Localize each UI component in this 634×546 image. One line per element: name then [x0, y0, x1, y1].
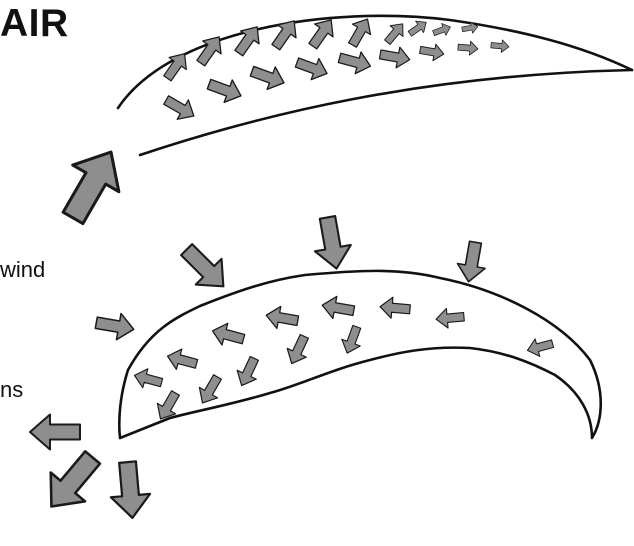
flow-arrow-icon: [338, 323, 366, 356]
flow-arrow-icon: [165, 346, 199, 374]
flow-arrow-icon: [435, 307, 465, 329]
flow-arrow-icon: [248, 60, 288, 94]
flow-arrow-icon: [161, 90, 200, 125]
flow-arrow-icon: [205, 73, 245, 107]
flow-arrow-icon: [30, 415, 80, 450]
flow-arrow-icon: [343, 14, 376, 50]
flow-arrow-icon: [525, 335, 555, 359]
flow-arrow-icon: [174, 237, 237, 300]
flow-arrow-icon: [193, 372, 226, 408]
flow-arrow-icon: [337, 47, 374, 77]
flow-arrow-icon: [320, 294, 355, 322]
flow-arrow-icon: [267, 14, 304, 53]
flow-arrow-icon: [94, 310, 136, 343]
flow-arrow-icon: [282, 332, 314, 368]
flow-arrow-icon: [50, 139, 134, 231]
lower-crescent-outline: [119, 271, 600, 438]
flow-arrow-icon: [34, 443, 109, 521]
flow-arrow-icon: [108, 460, 152, 519]
flow-arrow-icon: [379, 296, 411, 320]
flow-arrow-icon: [293, 52, 331, 84]
flow-arrow-icon: [455, 240, 490, 284]
flow-arrow-icon: [192, 30, 229, 69]
flow-arrow-icon: [132, 366, 164, 392]
flow-arrow-icon: [232, 354, 264, 390]
flow-arrow-icon: [490, 39, 509, 53]
flow-arrow-icon: [419, 42, 446, 63]
flow-arrow-icon: [457, 40, 478, 56]
flow-arrow-icon: [406, 17, 430, 40]
flow-arrow-icon: [264, 304, 299, 332]
flow-arrow-icon: [378, 44, 411, 70]
flow-arrow-icon: [210, 320, 247, 350]
flow-arrow-icon: [310, 214, 355, 272]
flow-arrow-icon: [230, 20, 267, 59]
flow-arrow-icon: [431, 21, 452, 39]
flow-arrow-icon: [381, 18, 409, 47]
